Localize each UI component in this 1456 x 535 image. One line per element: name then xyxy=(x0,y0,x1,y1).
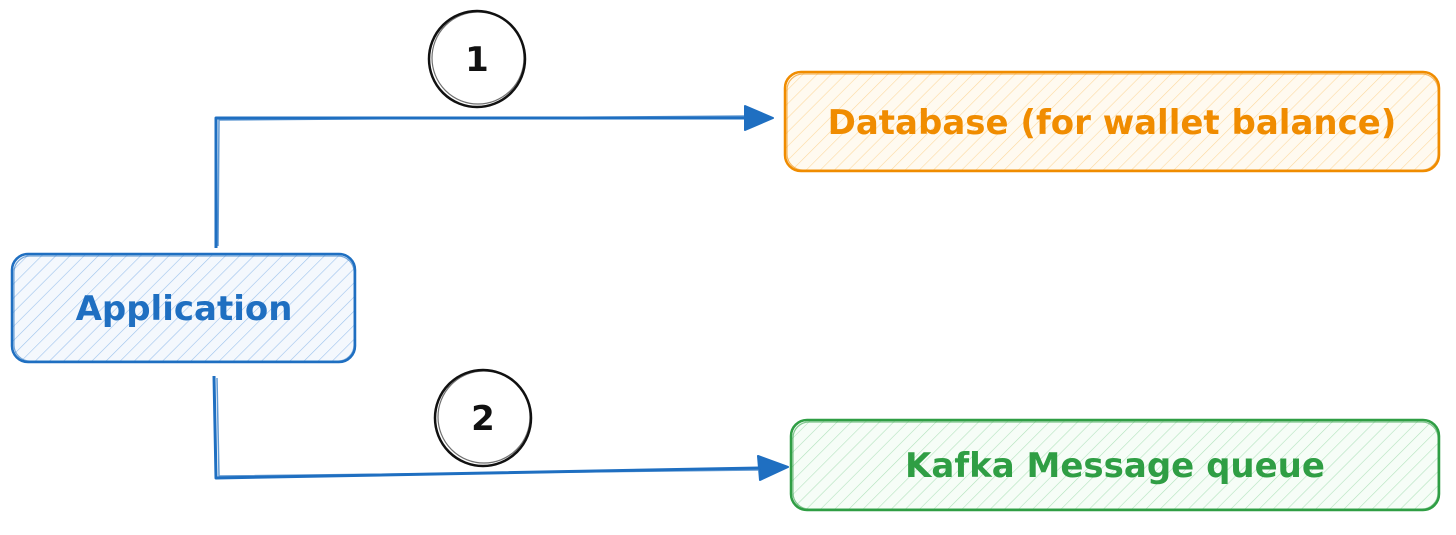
step-circle-1 xyxy=(427,9,527,109)
edge-to-database xyxy=(214,105,774,248)
step-label-2: 2 xyxy=(471,399,495,439)
edge-to-kafka xyxy=(212,375,789,481)
edge-to-database-line-sketch xyxy=(217,115,745,247)
step-marker-1: 1 xyxy=(427,9,527,109)
node-application-hatch xyxy=(12,254,355,362)
edge-to-kafka-line-sketch xyxy=(216,377,759,477)
step-circle-1-sketch xyxy=(431,11,525,105)
arrowhead-to-kafka xyxy=(757,455,789,481)
node-kafka-label: Kafka Message queue xyxy=(905,446,1325,486)
node-kafka-hatch xyxy=(791,420,1439,510)
arrowhead-to-database xyxy=(744,105,774,131)
node-application[interactable]: Application xyxy=(10,252,357,364)
node-database[interactable]: Database (for wallet balance) xyxy=(783,70,1441,173)
step-label-1: 1 xyxy=(465,40,489,80)
node-database-label: Database (for wallet balance) xyxy=(828,103,1397,143)
step-circle-2-sketch xyxy=(437,370,531,464)
node-database-border xyxy=(783,70,1441,173)
node-database-hatch xyxy=(785,72,1439,171)
node-database-border-sketch xyxy=(786,73,1439,171)
step-circle-2 xyxy=(433,368,533,468)
node-application-border xyxy=(10,252,357,364)
step-marker-2: 2 xyxy=(433,368,533,468)
node-application-label: Application xyxy=(76,289,293,329)
node-kafka-border xyxy=(789,418,1441,512)
node-application-border-sketch xyxy=(13,255,355,362)
node-kafka-border-sketch xyxy=(792,421,1439,510)
edge-to-database-line xyxy=(214,116,745,248)
node-kafka[interactable]: Kafka Message queue xyxy=(789,418,1441,512)
